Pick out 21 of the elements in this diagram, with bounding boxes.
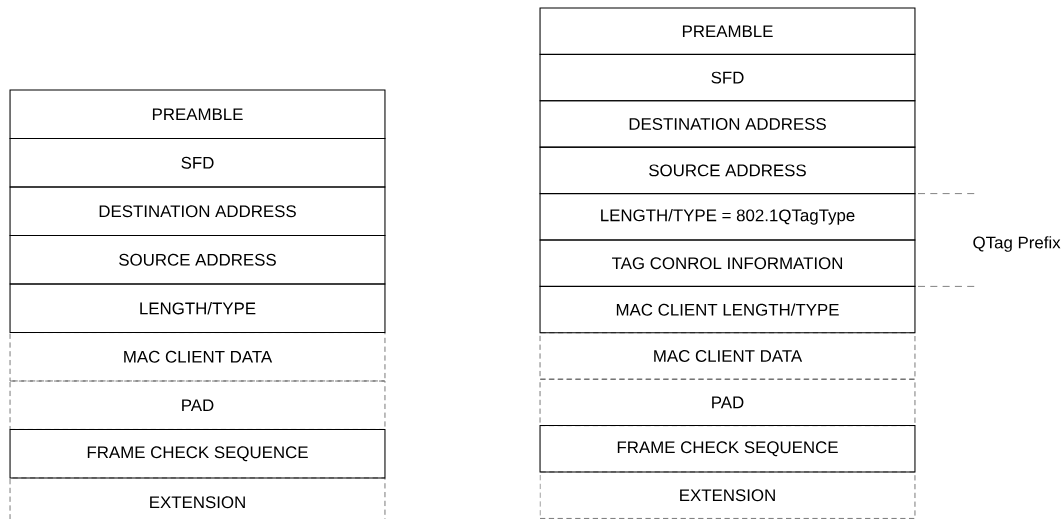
field-box: SFD [539, 53, 916, 102]
field-box: DESTINATION ADDRESS [539, 100, 916, 148]
field-box: DESTINATION ADDRESS [9, 186, 386, 236]
field-box: FRAME CHECK SEQUENCE [539, 425, 916, 473]
field-box: EXTENSION [539, 471, 916, 519]
field-box: MAC CLIENT DATA [9, 332, 386, 382]
field-box: MAC CLIENT DATA [539, 332, 916, 380]
field-box: TAG CONROL INFORMATION [539, 239, 916, 287]
field-box: LENGTH/TYPE [9, 283, 386, 333]
field-box: EXTENSION [9, 477, 386, 519]
field-box: PAD [539, 378, 916, 426]
field-box: MAC CLIENT LENGTH/TYPE [539, 285, 916, 334]
field-box: SFD [9, 138, 386, 188]
field-box: FRAME CHECK SEQUENCE [9, 429, 386, 479]
bracket-label: QTag Prefix [973, 236, 1061, 252]
field-box: PAD [9, 380, 386, 430]
field-box: SOURCE ADDRESS [9, 235, 386, 285]
field-box: PREAMBLE [9, 89, 386, 139]
field-box: SOURCE ADDRESS [539, 146, 916, 195]
field-box: LENGTH/TYPE = 802.1QTagType [539, 193, 916, 241]
field-box: PREAMBLE [539, 7, 916, 55]
